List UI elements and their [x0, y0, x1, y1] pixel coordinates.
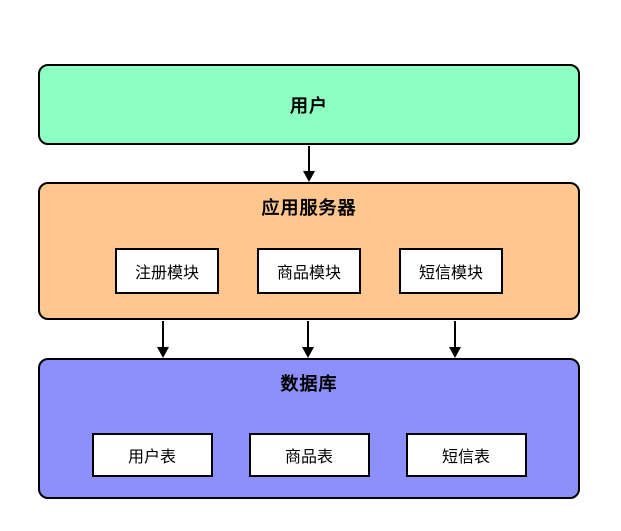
arrow-shaft — [162, 321, 164, 347]
arrow-head-icon — [302, 347, 314, 358]
node-product-table: 商品表 — [248, 433, 370, 477]
node-register-module: 注册模块 — [115, 248, 219, 294]
database-modules-row: 用户表 商品表 短信表 — [40, 433, 578, 477]
app-server-layer-label: 应用服务器 — [261, 198, 357, 218]
arrow-app-server-to-database-2 — [302, 321, 314, 358]
database-layer-label: 数据库 — [280, 374, 338, 394]
node-database-layer: 数据库 用户表 商品表 短信表 — [38, 358, 580, 499]
app-server-modules-row: 注册模块 商品模块 短信模块 — [40, 248, 578, 294]
arrow-user-to-app-server — [303, 146, 315, 182]
node-user-table: 用户表 — [91, 433, 213, 477]
arrow-app-server-to-database-1 — [157, 321, 169, 358]
arrow-shaft — [307, 321, 309, 347]
arrow-shaft — [454, 321, 456, 347]
arrow-head-icon — [303, 171, 315, 182]
node-sms-module: 短信模块 — [399, 248, 503, 294]
node-user-layer: 用户 — [38, 64, 580, 145]
arrow-app-server-to-database-3 — [449, 321, 461, 358]
arrow-shaft — [308, 146, 310, 171]
user-layer-label: 用户 — [290, 95, 328, 116]
node-product-module: 商品模块 — [257, 248, 361, 294]
node-app-server-layer: 应用服务器 注册模块 商品模块 短信模块 — [38, 182, 580, 320]
arrow-head-icon — [449, 347, 461, 358]
node-sms-table: 短信表 — [405, 433, 527, 477]
arrow-head-icon — [157, 347, 169, 358]
